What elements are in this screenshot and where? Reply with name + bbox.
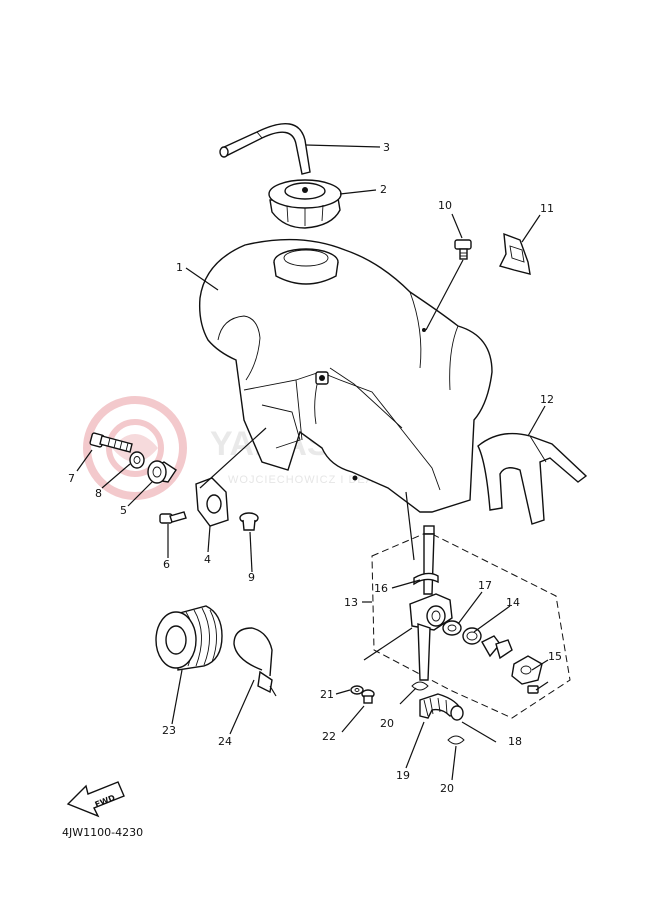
hose-clip-lower: [447, 735, 465, 745]
tank-screw: [454, 239, 472, 260]
fuel-hose: [419, 693, 464, 721]
callout-14: 14: [506, 596, 520, 609]
callout-7: 7: [68, 472, 75, 485]
side-bolt: [89, 432, 133, 453]
fuel-cock-plate: [511, 655, 543, 685]
callout-12: 12: [540, 393, 554, 406]
callout-2: 2: [380, 183, 387, 196]
damper: [147, 460, 177, 484]
callout-19: 19: [396, 769, 410, 782]
fuel-cock-o-ring: [462, 627, 482, 645]
bracket-bolt: [159, 511, 187, 524]
fuel-cock-assembly-box: [371, 531, 571, 719]
callout-11: 11: [540, 202, 554, 215]
callout-20-upper: 20: [380, 717, 394, 730]
callout-24: 24: [218, 735, 232, 748]
fuel-cock-screw: [527, 681, 549, 694]
seat-damper: [477, 432, 588, 525]
callout-8: 8: [95, 487, 102, 500]
callout-5: 5: [120, 504, 127, 517]
band: [233, 627, 277, 697]
fuel-cap: [268, 179, 342, 229]
hose-clip-upper: [399, 681, 429, 705]
fwd-arrow-icon: FWD: [66, 781, 125, 818]
callouts: 3 2 1 10 11 12 7 8 5 6 4 9 13 16 17 14 1…: [68, 141, 562, 795]
callout-22: 22: [322, 730, 336, 743]
collar: [239, 512, 259, 531]
callout-15: 15: [548, 650, 562, 663]
callout-20-lower: 20: [440, 782, 454, 795]
callout-21: 21: [320, 688, 334, 701]
small-screw: [361, 689, 375, 704]
hose-cover: [155, 605, 223, 671]
washer: [129, 451, 145, 469]
callout-16: 16: [374, 582, 388, 595]
catalog-code: 4JW1100-4230: [62, 826, 143, 839]
callout-17: 17: [478, 579, 492, 592]
callout-9: 9: [248, 571, 255, 584]
tank-bracket: [195, 427, 267, 527]
callout-3: 3: [383, 141, 390, 154]
fuel-cock-lever: [481, 635, 513, 660]
callout-6: 6: [163, 558, 170, 571]
fuel-tank: [198, 238, 493, 513]
callout-10: 10: [438, 199, 452, 212]
breather-hose: [219, 123, 311, 175]
callout-13: 13: [344, 596, 358, 609]
leader-lines: [76, 144, 549, 781]
fuel-cock-gasket-ring: [442, 620, 462, 636]
callout-18: 18: [508, 735, 522, 748]
small-washer: [350, 685, 364, 695]
callout-1: 1: [176, 261, 183, 274]
clip: [498, 232, 531, 275]
callout-4: 4: [204, 553, 211, 566]
fuel-cock: [409, 525, 453, 681]
callout-23: 23: [162, 724, 176, 737]
